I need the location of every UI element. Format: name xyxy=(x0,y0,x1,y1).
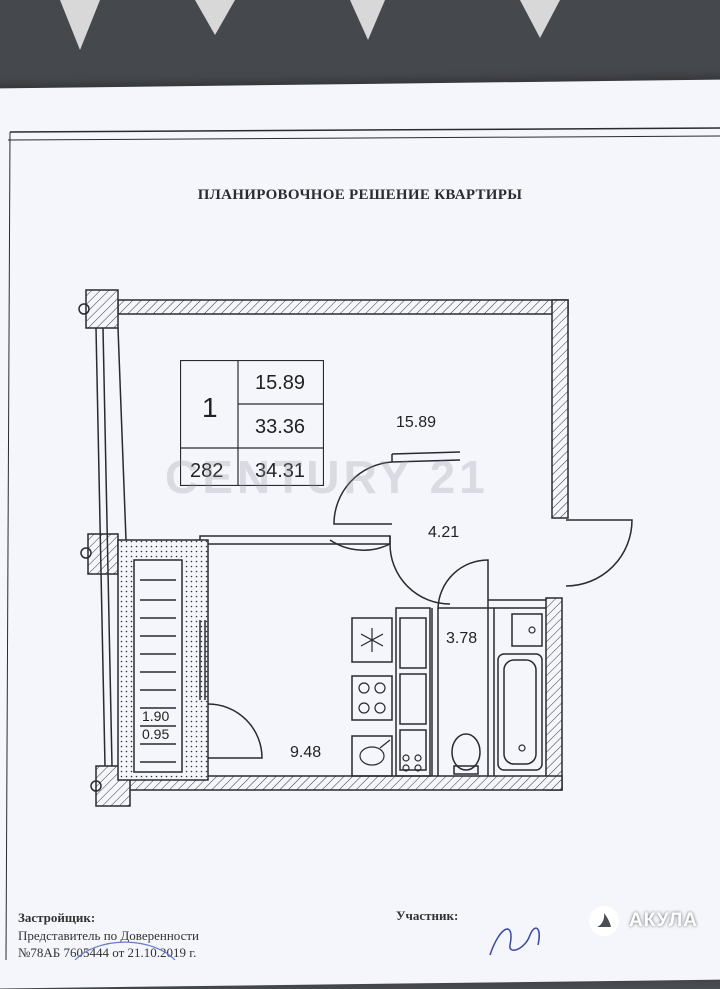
washbasin xyxy=(511,613,543,647)
developer-label: Застройщик: xyxy=(18,910,96,925)
door-swing-kitchen xyxy=(329,539,391,551)
facade-column-top xyxy=(85,289,119,329)
stove xyxy=(351,675,393,721)
hall-wall xyxy=(391,451,461,455)
signature-scribble xyxy=(489,927,540,956)
total-area-value: 33.36 xyxy=(255,416,306,438)
hallway-area: 4.21 xyxy=(428,524,460,541)
small-stove-icon xyxy=(402,754,422,772)
participant-label: Участник: xyxy=(396,908,459,923)
bathtub xyxy=(497,653,543,771)
logo-text: АКУЛА xyxy=(629,910,698,931)
living-area-value: 15.89 xyxy=(255,372,306,394)
facade-column-mid xyxy=(87,533,119,575)
page-title: ПЛАНИРОВОЧНОЕ РЕШЕНИЕ КВАРТИРЫ xyxy=(197,187,523,203)
window-glass xyxy=(95,327,106,767)
partition-wall xyxy=(199,535,391,545)
shark-fin-icon xyxy=(589,906,619,936)
kitchen-cabinets xyxy=(395,607,431,777)
frame-line-left xyxy=(5,131,11,960)
wall-top xyxy=(117,299,569,315)
door-swing-living xyxy=(333,461,393,525)
balcony-area: 1.90 xyxy=(142,708,170,724)
stamp-arc xyxy=(74,941,176,960)
rooms-count: 1 xyxy=(202,392,218,423)
kitchen-sink xyxy=(351,735,393,777)
representative-text: Представитель по Доверенности xyxy=(18,928,200,943)
door-swing-bath xyxy=(437,559,489,609)
balcony-coefficient: 0.95 xyxy=(142,726,170,742)
watermark: CENTURY 21 xyxy=(165,451,489,503)
living-room-area: 15.89 xyxy=(396,414,437,431)
sink-tap-icon xyxy=(359,739,391,766)
toilet xyxy=(451,733,481,771)
kitchen-area: 9.48 xyxy=(290,744,322,761)
bathroom-area: 3.78 xyxy=(446,630,478,647)
wall-right-lower xyxy=(545,597,563,791)
door-swing-entry xyxy=(565,519,633,587)
door-swing-loggia xyxy=(207,703,263,759)
total-with-balcony-value: 34.31 xyxy=(255,460,306,482)
floor-plan xyxy=(5,127,720,960)
wall-right-upper xyxy=(551,299,569,519)
snowflake-icon xyxy=(360,628,384,652)
apartment-number: 282 xyxy=(190,460,224,482)
frame-line-top xyxy=(9,127,720,133)
area-table-grid xyxy=(180,360,324,486)
fridge xyxy=(351,617,393,663)
frame-line-top-2 xyxy=(7,135,720,141)
akula-logo: АКУЛА xyxy=(589,900,698,942)
burner-icon xyxy=(358,682,386,714)
power-of-attorney-text: №78АБ 7605444 от 21.10.2019 г. xyxy=(18,945,197,960)
